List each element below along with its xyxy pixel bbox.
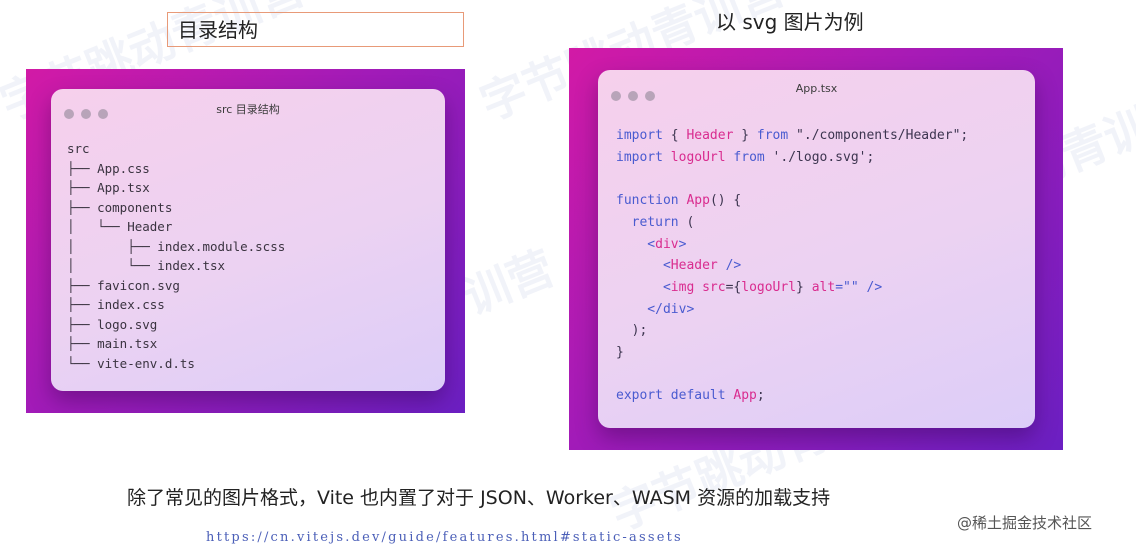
- tree-line: ├── favicon.svg: [67, 278, 180, 293]
- code-token: import: [616, 128, 663, 143]
- code-token: div: [663, 302, 686, 317]
- code-token: alt: [812, 280, 835, 295]
- code-token: Header: [686, 128, 733, 143]
- tree-line: ├── main.tsx: [67, 336, 157, 351]
- code-token: ="" />: [835, 280, 882, 295]
- svg-example-heading: 以 svg 图片为例: [716, 6, 864, 35]
- code-token: img: [671, 280, 694, 295]
- code-token: from: [757, 128, 788, 143]
- code-token: Header: [671, 258, 718, 273]
- code-token: />: [718, 258, 741, 273]
- window-title: src 目录结构: [51, 101, 445, 117]
- code-token: <: [616, 258, 671, 273]
- code-token: src: [694, 280, 725, 295]
- directory-panel: src 目录结构 src ├── App.css ├── App.tsx ├──…: [26, 69, 465, 413]
- code-token: ;: [757, 388, 765, 403]
- code-token: ={: [726, 280, 742, 295]
- tree-line: │ └── Header: [67, 219, 172, 234]
- code-token: >: [679, 237, 687, 252]
- code-token: <: [616, 280, 671, 295]
- tree-line: ├── components: [67, 200, 172, 215]
- code-block: import { Header } from "./components/Hea…: [616, 125, 968, 407]
- code-token: () {: [710, 193, 741, 208]
- tree-line: │ ├── index.module.scss: [67, 239, 285, 254]
- code-token: from: [726, 150, 765, 165]
- code-token: >: [686, 302, 694, 317]
- code-token: div: [655, 237, 678, 252]
- code-token: App: [726, 388, 757, 403]
- code-token: logoUrl: [663, 150, 726, 165]
- window-title: App.tsx: [598, 82, 1035, 95]
- tree-line: ├── App.css: [67, 161, 150, 176]
- directory-window: src 目录结构 src ├── App.css ├── App.tsx ├──…: [51, 89, 445, 391]
- code-token: }: [796, 280, 812, 295]
- tree-line: │ └── index.tsx: [67, 258, 225, 273]
- code-token: }: [616, 345, 624, 360]
- code-panel: App.tsx import { Header } from "./compon…: [569, 48, 1063, 450]
- docs-link[interactable]: https://cn.vitejs.dev/guide/features.htm…: [206, 530, 683, 545]
- svg-example-heading-row: 以 svg 图片为例: [0, 6, 1136, 35]
- code-token: </: [616, 302, 663, 317]
- file-tree: src ├── App.css ├── App.tsx ├── componen…: [67, 139, 285, 373]
- code-token: );: [616, 323, 647, 338]
- code-token: <: [616, 237, 655, 252]
- code-window: App.tsx import { Header } from "./compon…: [598, 70, 1035, 428]
- code-token: }: [733, 128, 756, 143]
- tree-line: └── vite-env.d.ts: [67, 356, 195, 371]
- tree-line: ├── logo.svg: [67, 317, 157, 332]
- code-token: function: [616, 193, 679, 208]
- code-token: export default: [616, 388, 726, 403]
- code-token: './logo.svg';: [765, 150, 875, 165]
- tree-line: ├── App.tsx: [67, 180, 150, 195]
- code-token: import: [616, 150, 663, 165]
- code-token: return: [616, 215, 679, 230]
- tree-line: ├── index.css: [67, 297, 165, 312]
- tree-line: src: [67, 141, 90, 156]
- code-token: logoUrl: [741, 280, 796, 295]
- caption-text: 除了常见的图片格式，Vite 也内置了对于 JSON、Worker、WASM 资…: [127, 483, 830, 510]
- code-token: App: [679, 193, 710, 208]
- code-token: (: [679, 215, 695, 230]
- code-token: "./components/Header";: [788, 128, 968, 143]
- credit-text: @稀土掘金技术社区: [957, 512, 1092, 533]
- code-token: {: [663, 128, 686, 143]
